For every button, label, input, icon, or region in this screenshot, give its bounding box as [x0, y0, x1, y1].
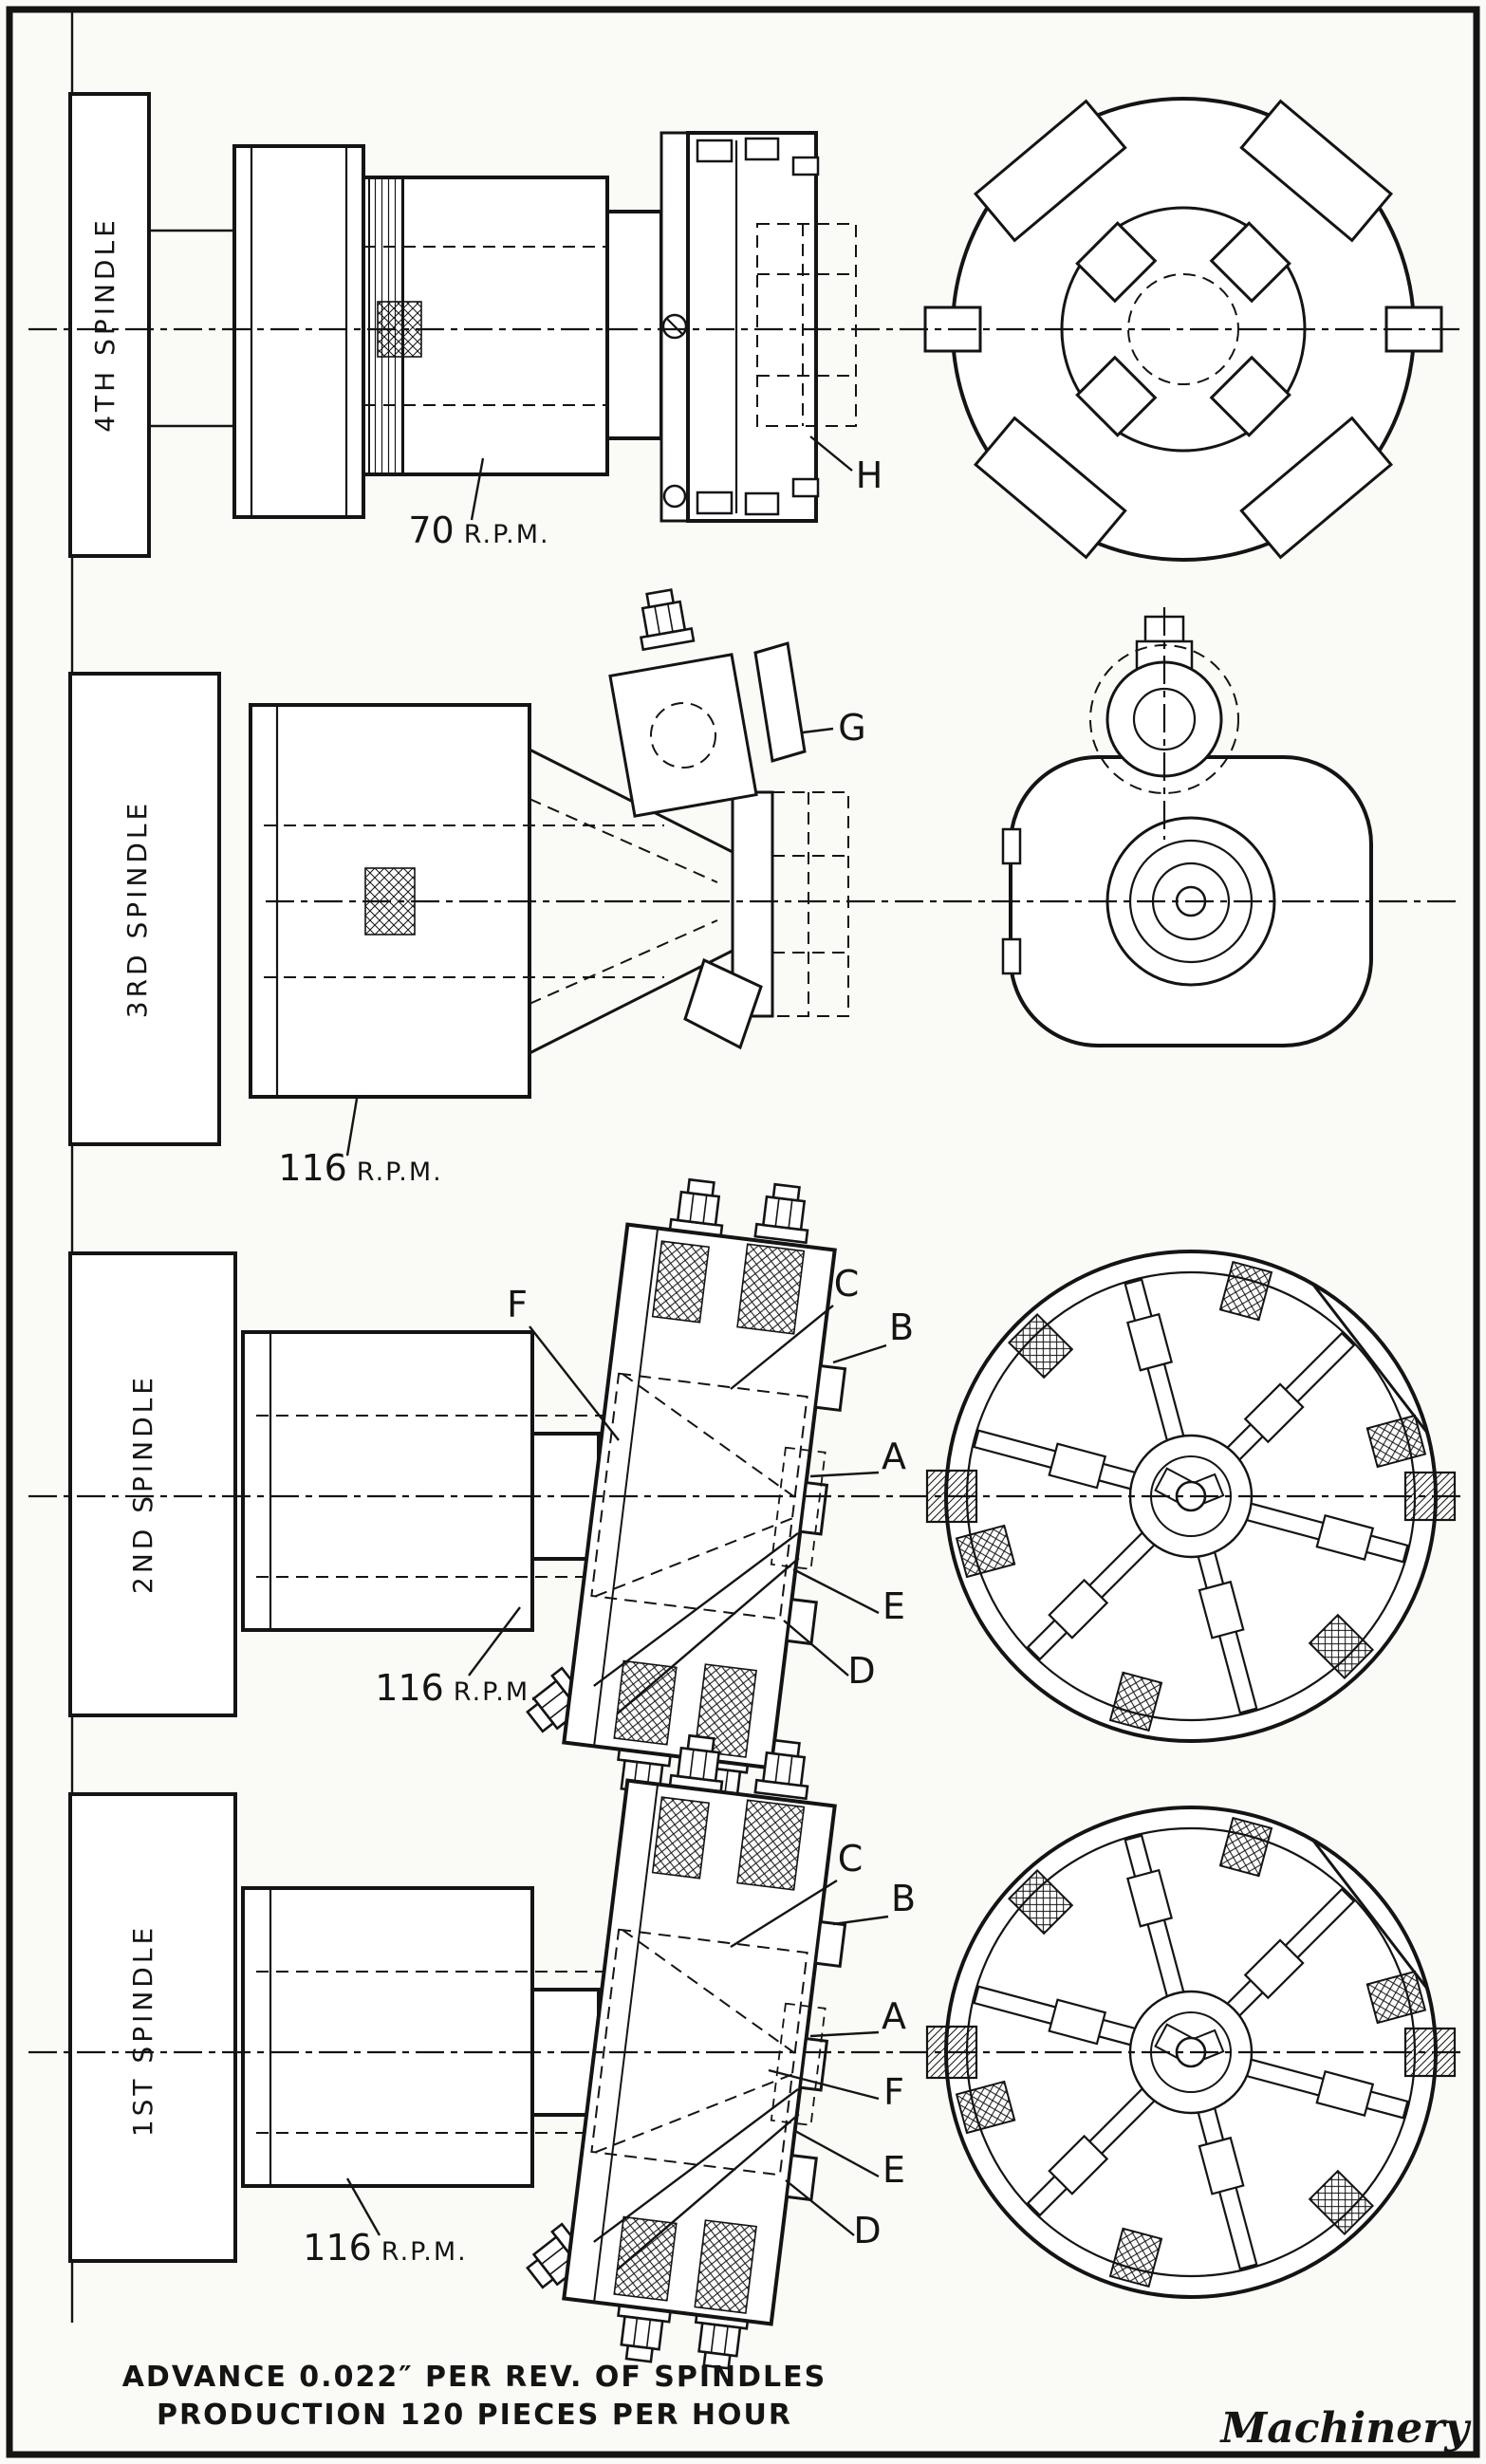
callout-c: C	[838, 1838, 864, 1880]
tool-head	[686, 131, 818, 523]
callout-d: D	[853, 2210, 881, 2251]
carrier-block	[68, 1792, 237, 2263]
cross-slide-tool-post	[608, 653, 758, 818]
carrier-block	[68, 672, 221, 1146]
carrier-block	[68, 92, 151, 558]
callout-f: F	[507, 1284, 528, 1325]
callout-c: C	[834, 1263, 860, 1305]
spindle-label-2nd: 2ND SPINDLE	[127, 1374, 158, 1594]
footer: ADVANCE 0.022″ PER REV. OF SPINDLES PROD…	[122, 2361, 1473, 2453]
advance-note: ADVANCE 0.022″ PER REV. OF SPINDLES	[122, 2361, 827, 2394]
production-note: PRODUCTION 120 PIECES PER HOUR	[157, 2399, 792, 2432]
callout-b: B	[889, 1306, 914, 1348]
carrier-block	[68, 1251, 237, 1717]
callout-d: D	[847, 1650, 875, 1692]
callout-b: B	[891, 1878, 916, 1919]
callout-e: E	[882, 2149, 905, 2191]
spindle-label-4th: 4TH SPINDLE	[89, 216, 121, 433]
spindle-nose	[605, 210, 663, 440]
callout-f: F	[883, 2071, 904, 2113]
callout-g: G	[838, 707, 865, 749]
workpiece-hidden-outline	[756, 223, 857, 427]
page-border	[6, 6, 1480, 2458]
spindle-row-1st	[68, 1717, 1457, 2379]
cam-end-view	[1001, 615, 1373, 1047]
stock-tube	[241, 1330, 534, 1632]
spindle-row-4th	[68, 92, 1443, 562]
publication-credit: Machinery	[1219, 2404, 1473, 2453]
spindle-label-3rd: 3RD SPINDLE	[121, 800, 153, 1018]
facing-tool	[753, 641, 807, 763]
drive-flange	[232, 144, 365, 519]
callout-a: A	[882, 1436, 906, 1477]
callout-h: H	[856, 454, 883, 496]
callout-e: E	[882, 1585, 905, 1627]
stock-tube	[241, 1886, 534, 2188]
callout-a: A	[882, 1995, 906, 2037]
lower-tool-block	[683, 957, 763, 1050]
spindle-row-2nd	[68, 1161, 1457, 1823]
spindle-label-1st: 1ST SPINDLE	[127, 1924, 158, 2137]
spindle-row-3rd	[68, 585, 1373, 1146]
